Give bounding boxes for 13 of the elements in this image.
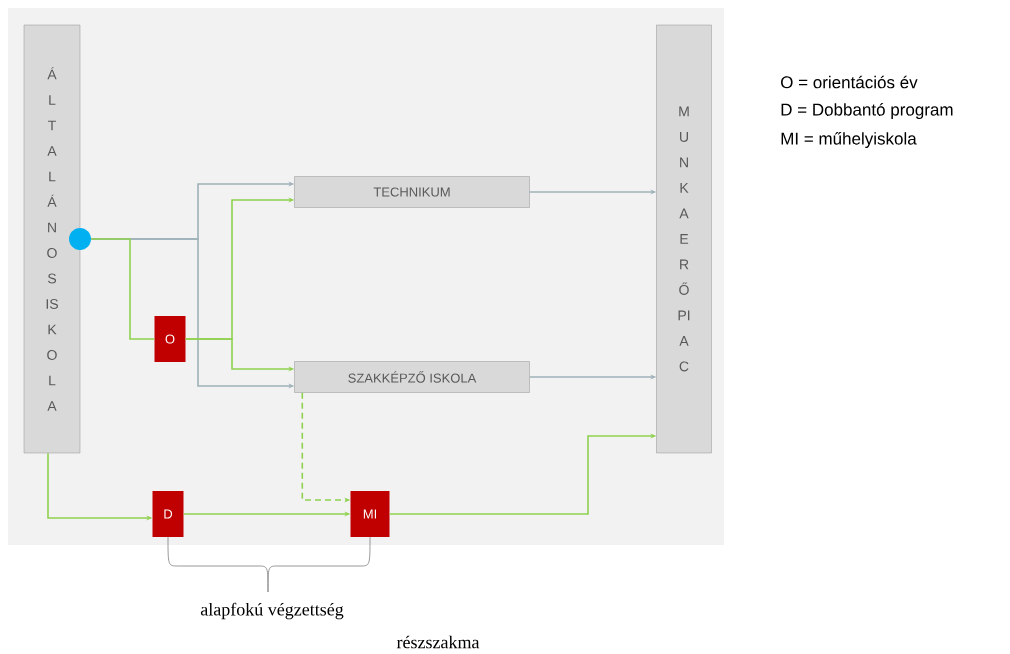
brace-label: alapfokú végzettség (200, 602, 344, 620)
legend-text: O = orientációs év (781, 75, 918, 89)
legend-text: MI = műhelyiskola (781, 132, 917, 149)
school-box: TECHNIKUM (294, 176, 530, 208)
program-box: MI (350, 491, 390, 537)
caption-text: részszakma (396, 635, 480, 649)
program-box: O (154, 316, 186, 362)
junction-dot (69, 228, 91, 250)
school-box: SZAKKÉPZŐ ISKOLA (294, 361, 530, 393)
column-box: ÁLTALÁNOS ISKOLA (23, 24, 81, 454)
column-box: MUNKAERŐPIAC (656, 24, 712, 454)
legend-text: D = Dobbantó program (781, 103, 953, 120)
program-box: D (152, 491, 184, 537)
